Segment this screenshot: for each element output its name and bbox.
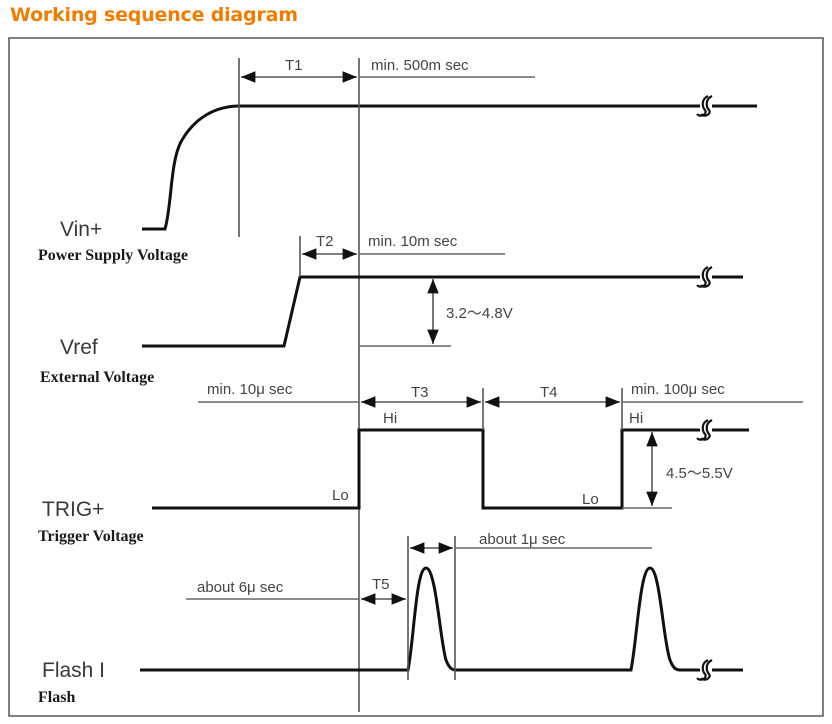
trig-label: TRIG+ [42,498,104,521]
flash-signal: Flash I Flash [38,566,743,706]
vref-level-range: 3.2〜4.8V [446,305,513,322]
t2-spec: min. 10m sec [368,233,458,250]
t2-annotation: T2 min. 10m sec [299,233,505,277]
vref-signal: 3.2〜4.8V Vref External Voltage [40,266,743,386]
trig-waveform [152,428,700,510]
vin-signal: Vin+ Power Supply Voltage [38,95,757,264]
vin-break-icon [696,95,713,117]
diagram-frame [8,37,824,717]
trig-hi-label-2: Hi [629,410,643,427]
vref-label: Vref [60,336,98,359]
vref-break-icon [696,266,713,288]
pulse-width-spec: about 1μ sec [479,531,566,548]
t3-t4-annotation: min. 10μ sec T3 T4 min. 100μ sec [198,381,803,430]
trig-signal: 4.5〜5.5V Hi Lo Lo Hi TRIG+ Trigger Volta… [38,410,749,545]
t1-label: T1 [285,57,303,74]
trig-break-icon [696,419,713,441]
vref-waveform [142,275,700,348]
trig-lo-label-1: Lo [332,487,349,504]
flash-waveform [140,566,700,672]
trig-level-range: 4.5〜5.5V [666,465,733,482]
t4-label: T4 [540,384,558,401]
t4-spec: min. 100μ sec [631,381,725,398]
vin-label: Vin+ [60,218,102,241]
t5-annotation: about 6μ sec T5 about 1μ sec [186,531,652,680]
flash-break-icon [696,659,713,681]
t2-label: T2 [316,233,334,250]
flash-label: Flash I [42,659,105,682]
flash-caption: Flash [38,689,75,706]
t3-label: T3 [411,384,429,401]
t3-pre-spec: min. 10μ sec [207,381,293,398]
vref-caption: External Voltage [40,369,154,386]
t5-label: T5 [372,576,390,593]
vin-caption: Power Supply Voltage [38,247,188,264]
diagram-title: Working sequence diagram [10,4,298,26]
trig-hi-label-1: Hi [383,410,397,427]
t1-annotation: T1 min. 500m sec [238,57,535,712]
vin-waveform [142,104,700,231]
t5-spec: about 6μ sec [197,579,284,596]
trig-lo-label-2: Lo [582,491,599,508]
t1-spec: min. 500m sec [371,57,469,74]
trig-caption: Trigger Voltage [38,528,144,545]
